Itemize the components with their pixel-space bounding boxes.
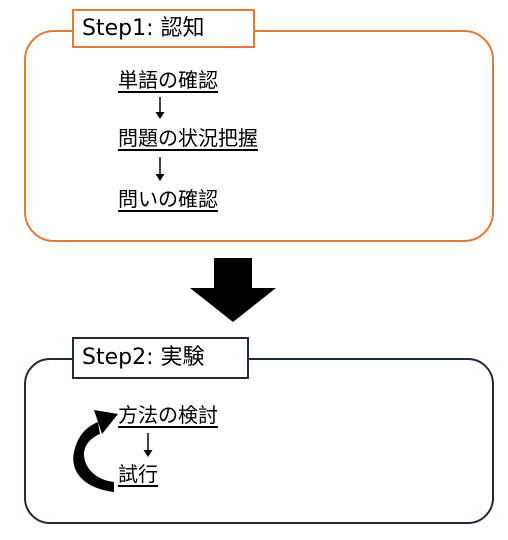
down-arrow-icon (143, 433, 153, 457)
step2-item-trial: 試行 (118, 462, 158, 486)
step1-item-word-check: 単語の確認 (118, 68, 218, 92)
step2-item-method: 方法の検討 (118, 403, 218, 427)
step2-box (24, 358, 494, 524)
step1-box (24, 30, 494, 242)
big-down-arrow-icon (190, 258, 276, 322)
step1-title: Step1: 認知 (72, 9, 255, 48)
step1-item-situation: 問題の状況把握 (118, 126, 258, 150)
step2-title: Step2: 実験 (72, 337, 249, 379)
down-arrow-icon (155, 97, 165, 119)
down-arrow-icon (155, 157, 165, 181)
loop-arrow-icon (73, 410, 118, 492)
step1-item-question-check: 問いの確認 (118, 187, 218, 211)
